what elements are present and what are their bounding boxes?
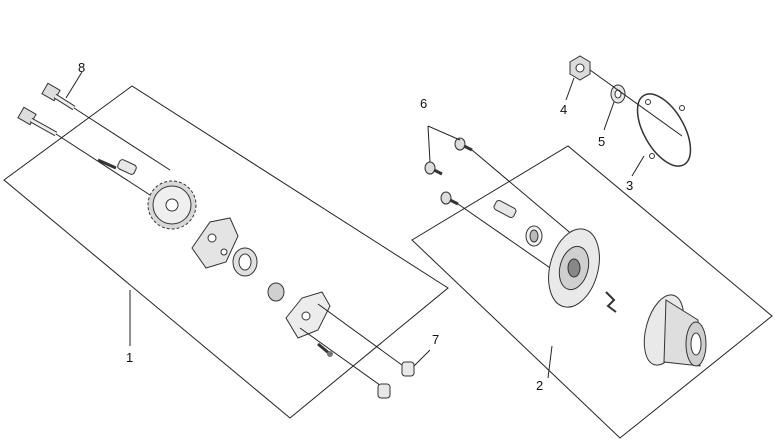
right-assembly-plane	[411, 145, 773, 439]
leader-line-5	[603, 101, 615, 131]
dowel	[117, 159, 137, 175]
washer	[610, 84, 626, 104]
small-pin	[97, 158, 117, 170]
leader-line-8	[65, 71, 83, 99]
inner-rotor	[267, 282, 285, 302]
screw-axis-line-lower	[457, 203, 557, 273]
dowel-pin-upper	[401, 361, 415, 377]
nut-axis-line	[589, 69, 683, 137]
gasket	[636, 93, 692, 167]
callout-2: 2	[536, 378, 543, 393]
pump-housing	[191, 217, 239, 269]
leader-line-2	[547, 345, 553, 379]
valve-plunger	[493, 199, 517, 219]
dowel-axis-line-lower	[299, 327, 385, 389]
bolt-lower	[17, 106, 58, 137]
callout-6: 6	[420, 96, 427, 111]
callout-3: 3	[626, 178, 633, 193]
retaining-clip	[605, 291, 617, 313]
leader-line-7	[413, 349, 431, 367]
bolt-upper	[41, 82, 76, 111]
screw-axis-line-upper	[471, 149, 575, 237]
callout-1: 1	[126, 350, 133, 365]
screw-upper	[454, 137, 473, 152]
pump-disc	[548, 228, 600, 308]
screw-middle	[424, 161, 443, 176]
outer-rotor	[232, 247, 258, 277]
dowel-pin-lower	[377, 383, 391, 399]
callout-8: 8	[78, 60, 85, 75]
valve-spring	[525, 225, 543, 247]
callout-7: 7	[432, 332, 439, 347]
cover-screw	[317, 342, 333, 357]
screw-lower	[440, 191, 459, 206]
flange-nut	[569, 55, 591, 81]
leader-line-3	[631, 155, 645, 177]
leader-line-4	[565, 77, 575, 101]
pump-cover-plate	[285, 291, 331, 339]
dowel-axis-line-upper	[317, 303, 407, 369]
callout-4: 4	[560, 102, 567, 117]
gear	[147, 180, 197, 230]
bolt-axis-line-upper	[73, 107, 171, 171]
callout-5: 5	[598, 134, 605, 149]
right-plane-outline	[411, 145, 773, 439]
leader-line-6a	[427, 125, 461, 141]
pump-housing-bell	[643, 294, 707, 367]
leader-line-6b	[427, 125, 431, 163]
